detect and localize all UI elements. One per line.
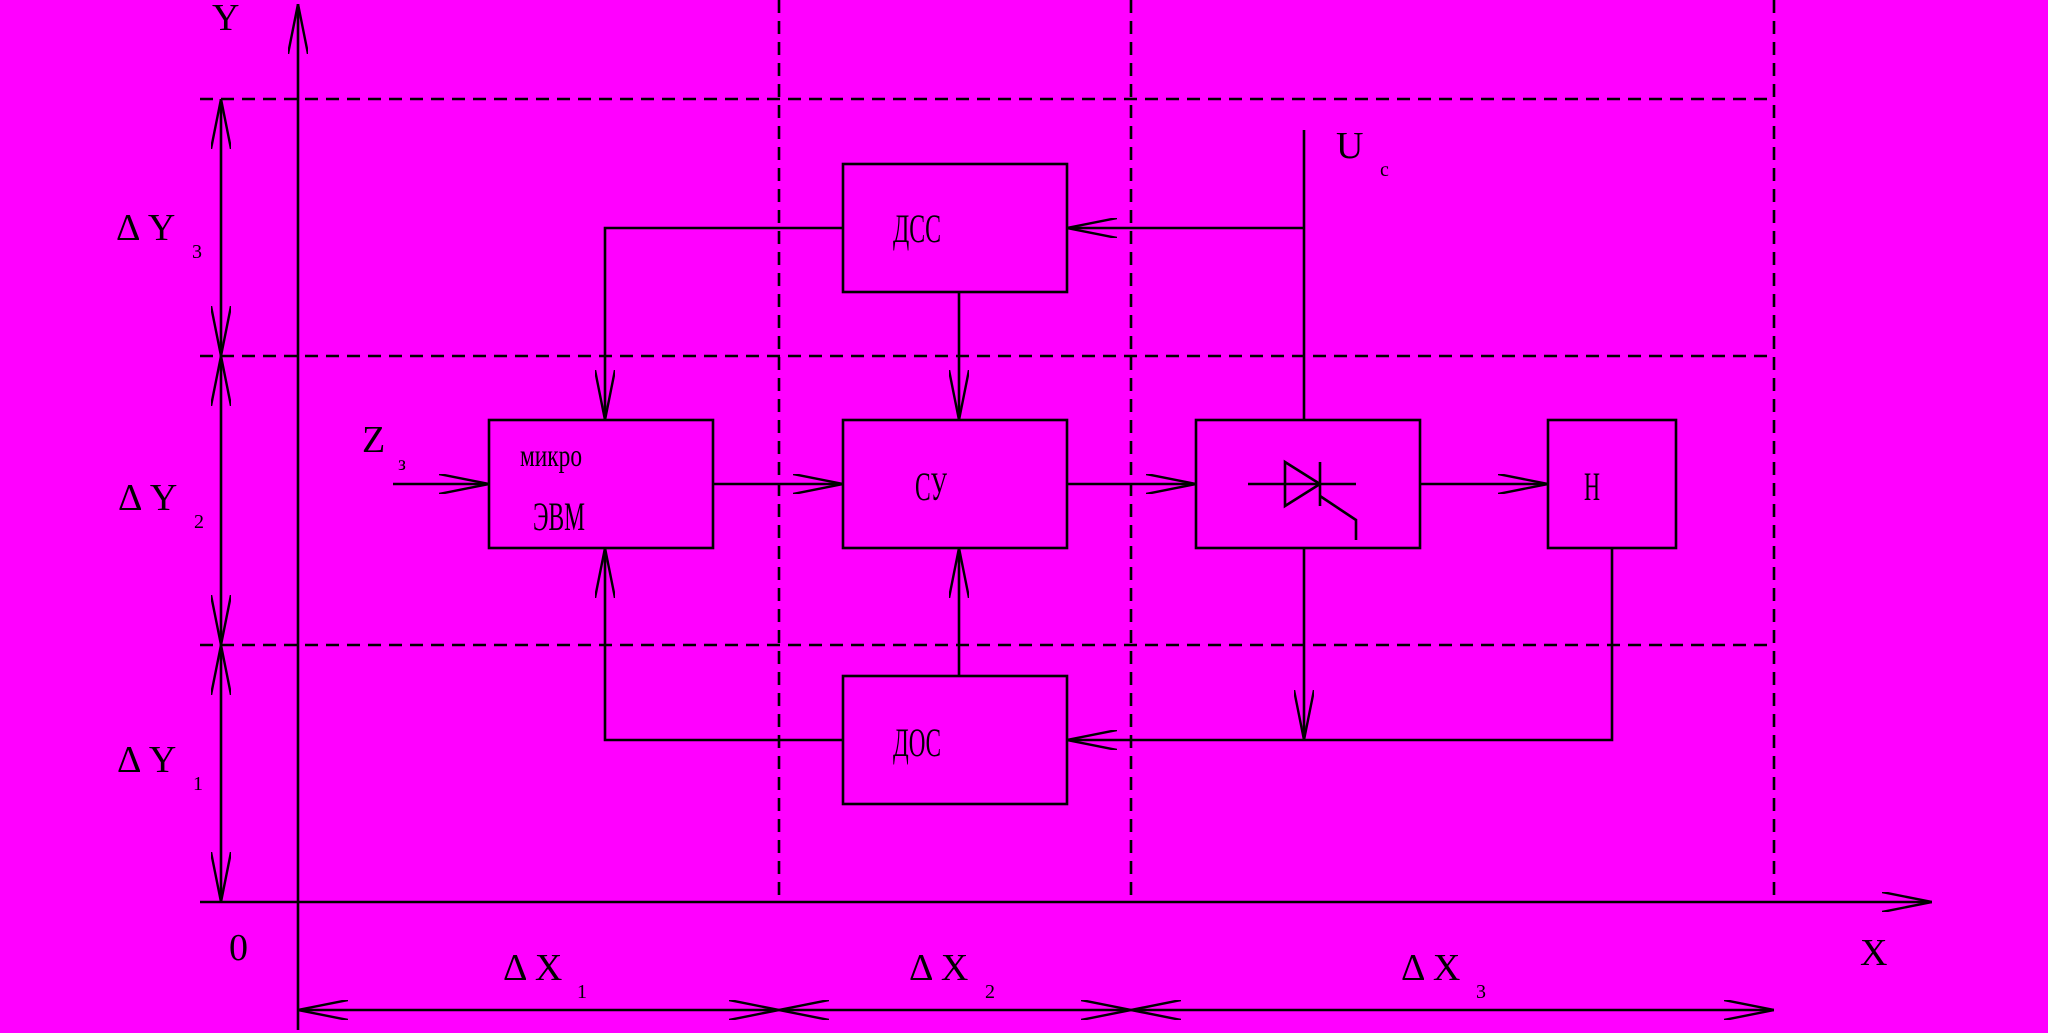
- load-to-dos-arrow: [1067, 548, 1614, 740]
- z-signal-subscript: з: [398, 453, 406, 475]
- dy2-subscript: 2: [194, 511, 204, 533]
- dos-block: [841, 674, 1069, 806]
- dx1-subscript: 1: [577, 981, 587, 1003]
- dx2-subscript: 2: [985, 981, 995, 1003]
- u-signal-label: U: [1336, 125, 1363, 167]
- dx1-label: Δ X: [503, 947, 562, 989]
- su-label: СУ: [915, 464, 947, 509]
- z-signal-label: Z: [362, 419, 385, 461]
- signal-labels: Z з U с: [362, 125, 1389, 475]
- dy3-subscript: 3: [192, 241, 202, 263]
- axes: Y X 0: [200, 0, 1932, 1030]
- dx3-label: Δ X: [1401, 947, 1460, 989]
- dx2-label: Δ X: [909, 947, 968, 989]
- y-dimensions: Δ Y 3 Δ Y 2 Δ Y 1: [116, 99, 221, 902]
- x-dimensions: Δ X 1 Δ X 2 Δ X 3: [298, 947, 1774, 1010]
- dx3-subscript: 3: [1476, 981, 1486, 1003]
- grid-lines: [200, 0, 1776, 900]
- load-block: [1546, 418, 1678, 550]
- su-block: [841, 418, 1069, 550]
- dos-label: ДОС: [893, 720, 941, 765]
- micro-computer-label-line1: микро: [520, 437, 582, 473]
- u-signal-subscript: с: [1380, 159, 1389, 181]
- dos-to-micro-arrow: [605, 548, 843, 742]
- blocks: ДСС микро ЭВМ СУ Н ДОС: [487, 162, 1678, 806]
- dss-label: ДСС: [893, 206, 941, 251]
- dy3-label: Δ Y: [116, 207, 175, 249]
- micro-computer-label-line2: ЭВМ: [533, 494, 585, 539]
- x-axis-label: X: [1860, 932, 1887, 974]
- origin-label: 0: [229, 927, 248, 969]
- connections: [393, 130, 1614, 742]
- y-axis-label: Y: [212, 0, 239, 39]
- dy2-label: Δ Y: [118, 477, 177, 519]
- dss-block: [841, 162, 1069, 294]
- dss-to-micro-arrow: [605, 226, 843, 420]
- load-label: Н: [1584, 464, 1600, 509]
- dy1-subscript: 1: [193, 773, 203, 795]
- dy1-label: Δ Y: [117, 739, 176, 781]
- thyristor-icon: [1248, 459, 1358, 540]
